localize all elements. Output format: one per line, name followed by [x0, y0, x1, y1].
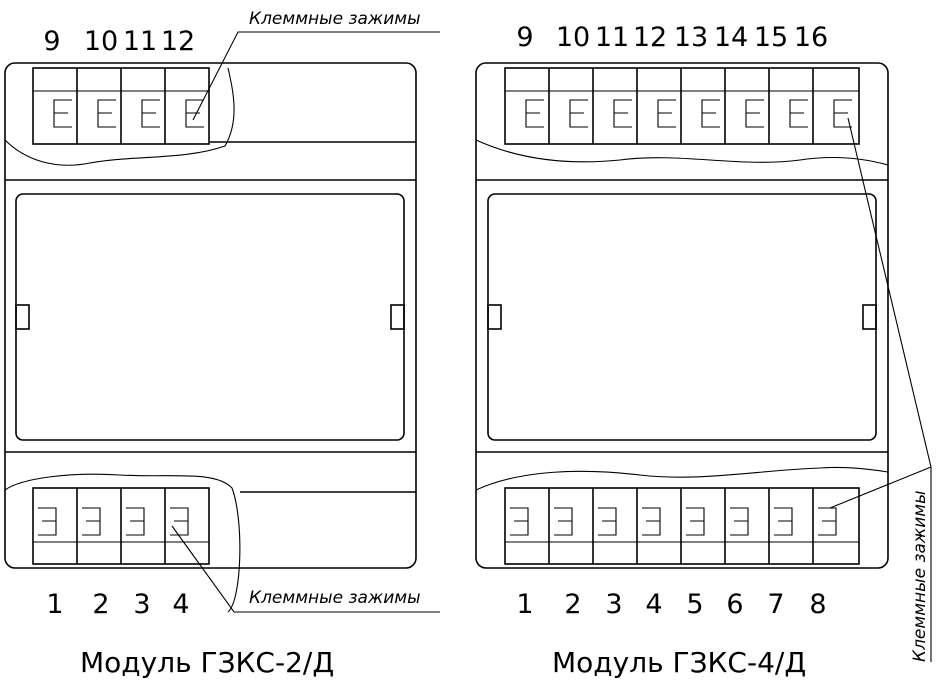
module-1-bottom-terminal-3: 3	[133, 589, 150, 620]
module-2-window	[487, 193, 877, 441]
module-2-top-terminal-14: 14	[714, 22, 748, 53]
module-2-top-terminal-11: 11	[595, 22, 629, 53]
module-1-bottom-terminal-4: 4	[172, 589, 189, 620]
module-2-bottom-terminal-7: 7	[767, 589, 784, 620]
module-1-top-terminal-11: 11	[123, 26, 157, 57]
module-2-top-terminal-10: 10	[556, 22, 590, 53]
module-2-bottom-terminal-3: 3	[605, 589, 622, 620]
module-2-bottom-terminal-6: 6	[726, 589, 743, 620]
module-1-bottom-terminal-2: 2	[92, 589, 109, 620]
module-2-caption: Модуль ГЗКС-4/Д	[552, 646, 806, 679]
module-1-top-terminal-block	[32, 67, 210, 145]
module-2-top-terminal-block	[504, 67, 860, 145]
module-1-housing	[4, 62, 417, 569]
module-1-window	[15, 193, 405, 441]
module-1-bottom-terminals-label: Клеммные зажимы	[249, 588, 421, 608]
module-1-caption: Модуль ГЗКС-2/Д	[80, 646, 334, 679]
module-1-top-terminal-12: 12	[161, 26, 195, 57]
module-2-top-terminal-12: 12	[633, 22, 667, 53]
module-2-bottom-terminal-2: 2	[564, 589, 581, 620]
module-2-top-terminal-16: 16	[794, 22, 828, 53]
module-2-bottom-terminal-block	[504, 487, 860, 565]
module-1-bottom-terminal-1: 1	[46, 589, 63, 620]
module-2-top-terminal-15: 15	[754, 22, 788, 53]
module-2-bottom-terminal-4: 4	[645, 589, 662, 620]
module-gzks-2d: 9 10 11 12 1 2 3 4 Клеммные зажимы Клемм…	[4, 9, 440, 679]
module-1-top-terminal-9: 9	[43, 26, 60, 57]
module-2-top-terminal-9: 9	[516, 22, 533, 53]
module-1-top-terminals-label: Клеммные зажимы	[249, 9, 421, 29]
module-2-bottom-terminal-8: 8	[809, 589, 826, 620]
module-gzks-4d: 9 10 11 12 13 14 15 16 1 2 3 4 5 6 7 8 К…	[475, 22, 932, 679]
module-2-terminals-label: Клеммные зажимы	[910, 490, 930, 662]
module-1-top-terminal-10: 10	[84, 26, 118, 57]
module-1-bottom-terminal-block	[32, 487, 210, 565]
module-2-top-terminal-13: 13	[674, 22, 708, 53]
module-2-bottom-terminal-1: 1	[516, 589, 533, 620]
module-2-bottom-terminal-5: 5	[686, 589, 703, 620]
module-2-housing	[475, 62, 889, 569]
